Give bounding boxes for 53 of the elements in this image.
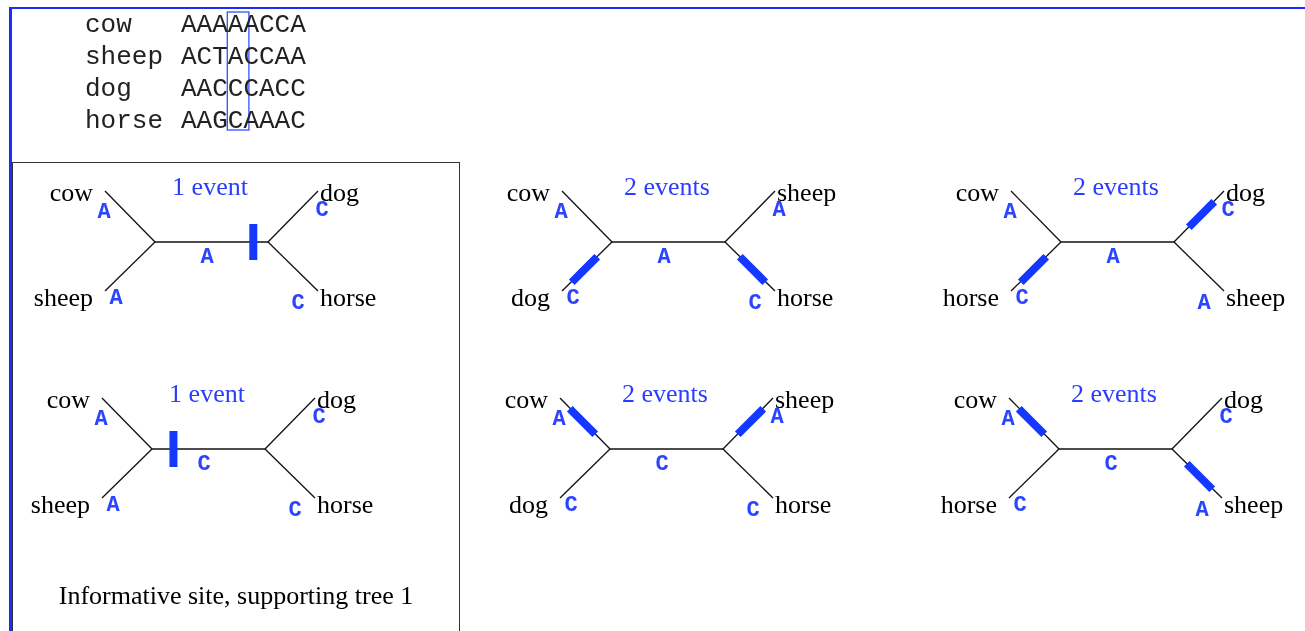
species-name: sheep: [33, 285, 93, 311]
base-letter: C: [746, 500, 760, 522]
base-letter: C: [1015, 288, 1029, 310]
event-count: 2 events: [624, 174, 710, 200]
species-name: cow: [46, 387, 90, 413]
base-letter: A: [1106, 247, 1120, 269]
base-letter: A: [97, 202, 111, 224]
base-letter: A: [1003, 202, 1017, 224]
base-letter: C: [288, 500, 302, 522]
species-name: cow: [953, 387, 997, 413]
species-name: cow: [506, 180, 550, 206]
base-letter: C: [748, 293, 762, 315]
species-name: sheep: [1224, 492, 1284, 518]
base-letter: A: [1195, 500, 1209, 522]
species-name: sheep: [85, 44, 163, 70]
base-letter: C: [1013, 495, 1027, 517]
base-letter: A: [94, 409, 108, 431]
species-name: horse: [317, 492, 374, 518]
species-name: horse: [942, 285, 999, 311]
species-name: horse: [85, 108, 163, 134]
species-name: horse: [940, 492, 997, 518]
base-letter: A: [657, 247, 671, 269]
base-letter: C: [197, 454, 211, 476]
base-letter: C: [1104, 454, 1118, 476]
base-letter: A: [1197, 293, 1211, 315]
base-letter: A: [200, 247, 214, 269]
event-count: 1 event: [169, 381, 245, 407]
species-name: sheep: [30, 492, 90, 518]
panel-caption: Informative site, supporting tree 1: [57, 583, 415, 609]
base-letter: A: [1001, 409, 1015, 431]
species-name: horse: [320, 285, 377, 311]
species-name: horse: [777, 285, 834, 311]
species-name: cow: [85, 12, 132, 38]
species-name: dog: [509, 492, 548, 518]
species-name: horse: [775, 492, 832, 518]
species-name: cow: [955, 180, 999, 206]
species-name: cow: [49, 180, 93, 206]
event-count: 1 event: [172, 174, 248, 200]
base-letter: A: [554, 202, 568, 224]
base-letter: A: [552, 409, 566, 431]
base-letter: C: [291, 293, 305, 315]
base-letter: C: [655, 454, 669, 476]
base-letter: A: [109, 288, 123, 310]
species-name: dog: [85, 76, 132, 102]
species-name: cow: [504, 387, 548, 413]
event-count: 2 events: [1071, 381, 1157, 407]
event-count: 2 events: [622, 381, 708, 407]
event-count: 2 events: [1073, 174, 1159, 200]
species-name: sheep: [1226, 285, 1286, 311]
base-letter: C: [564, 495, 578, 517]
base-letter: C: [566, 288, 580, 310]
species-name: dog: [511, 285, 550, 311]
base-letter: A: [106, 495, 120, 517]
